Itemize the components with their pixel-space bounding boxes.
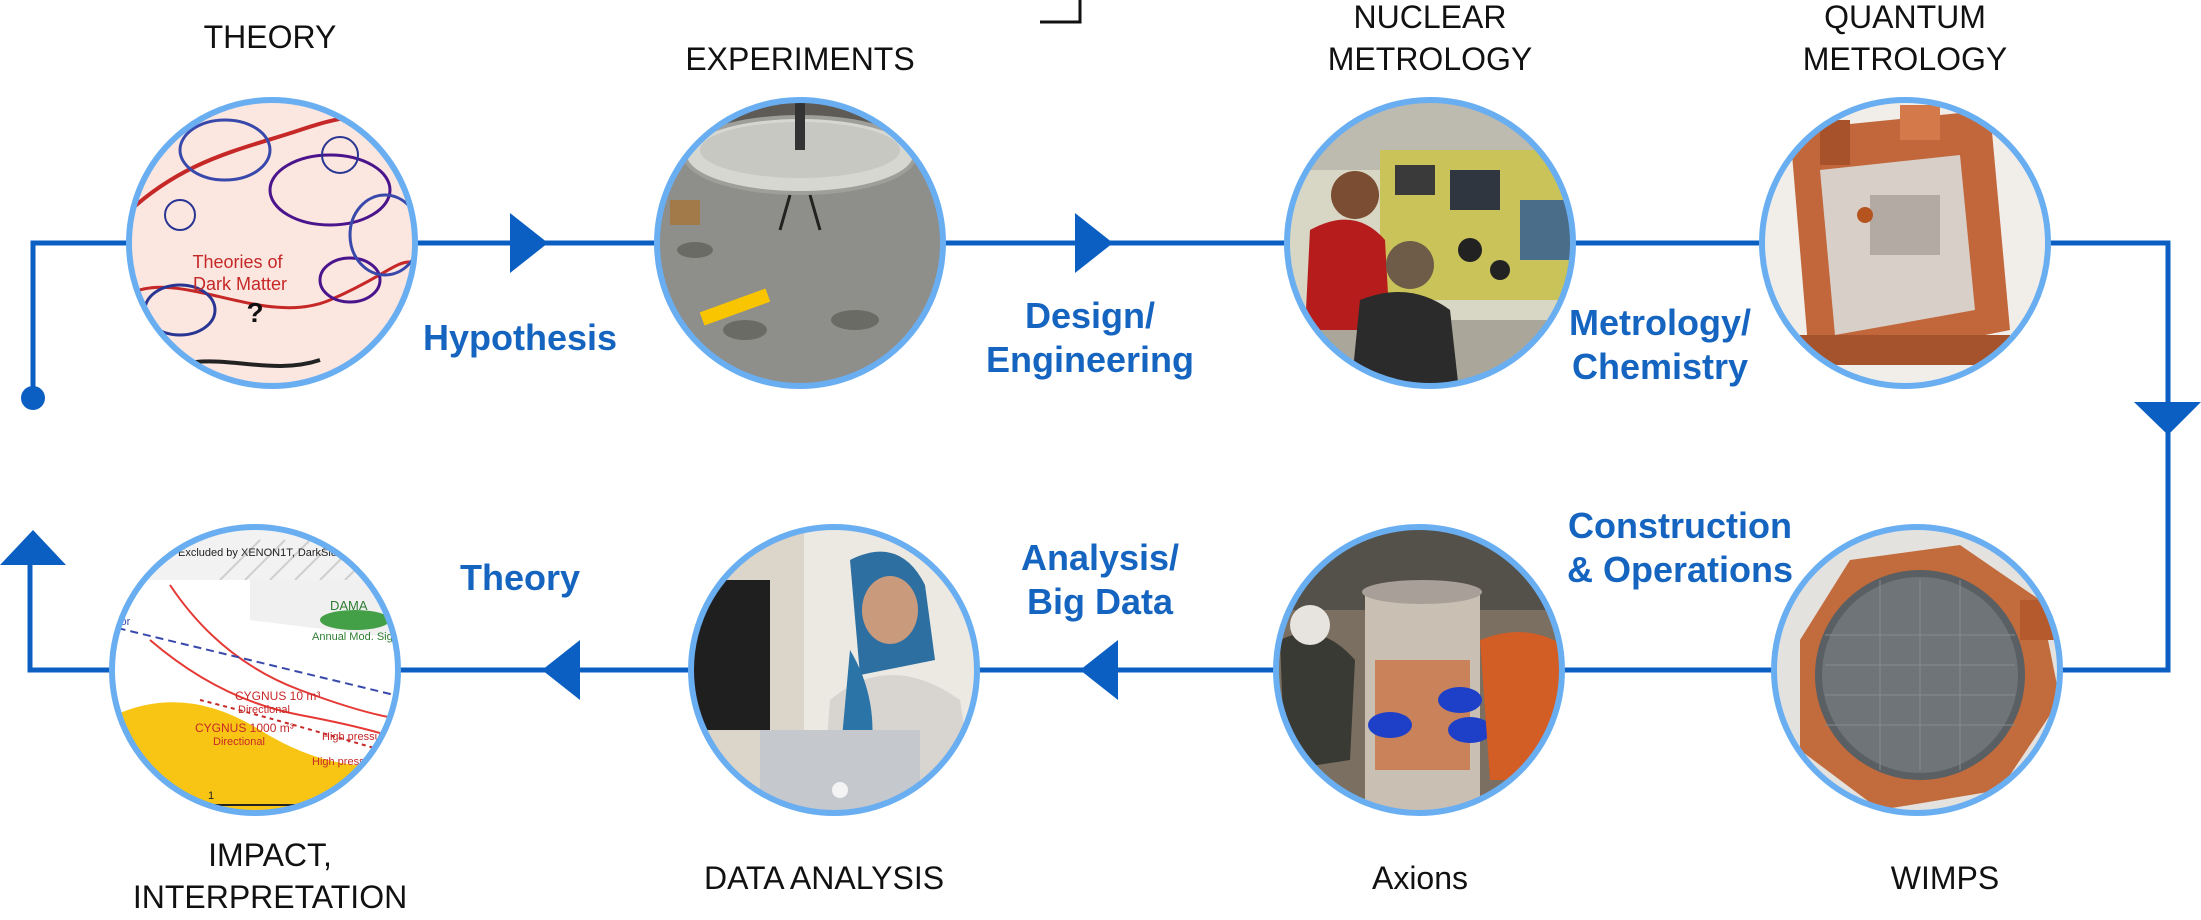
theory-image: Theories of Dark Matter ? xyxy=(126,97,418,389)
stage-title-data-analysis: DATA ANALYSIS xyxy=(703,860,945,896)
arrow-down-icon xyxy=(2134,402,2201,435)
stage-title-axions: Axions xyxy=(1371,860,1469,896)
data-analysis-circle-border xyxy=(688,524,980,816)
stage-title-impact: IMPACT, INTERPRETATION xyxy=(132,837,408,915)
svg-text:DAMA: DAMA xyxy=(330,598,368,613)
experiments-circle-border xyxy=(654,97,946,389)
arrow-left-icon xyxy=(542,640,580,700)
edge-label-analysis-big-data: Analysis/ Big Data xyxy=(1020,537,1180,622)
cycle-path xyxy=(27,240,2171,673)
svg-text:CYGNUS 10 m³: CYGNUS 10 m³ xyxy=(235,689,320,703)
arrow-right-icon xyxy=(510,213,548,273)
stage-title-theory: THEORY xyxy=(203,19,337,55)
data-analysis-image xyxy=(688,524,980,816)
quantum-circle-border xyxy=(1759,97,2051,389)
theory-circle-border xyxy=(126,97,418,389)
axions-circle-border xyxy=(1273,524,1565,816)
stage-title-quantum-metrology: QUANTUM METROLOGY xyxy=(1802,0,2008,77)
svg-text:CYGNUS 1000 m³: CYGNUS 1000 m³ xyxy=(195,721,294,735)
arrow-up-icon xyxy=(0,530,66,565)
stage-title-experiments: EXPERIMENTS xyxy=(685,41,915,77)
svg-text:1: 1 xyxy=(208,790,214,802)
impact-image: Excluded by XENON1T, DarkSide, DAMA Annu… xyxy=(109,524,407,816)
svg-text:Directional: Directional xyxy=(238,704,290,716)
svg-text:Directional: Directional xyxy=(213,736,265,748)
edge-label-hypothesis: Hypothesis xyxy=(422,317,618,358)
stage-title-nuclear-metrology: NUCLEAR METROLOGY xyxy=(1327,0,1533,77)
stage-title-wimps: WIMPS xyxy=(1890,860,2000,896)
edge-label-design-engineering: Design/ Engineering xyxy=(985,295,1195,380)
arrow-right-icon xyxy=(1075,213,1113,273)
edge-label-construction-operations: Construction & Operations xyxy=(1566,505,1794,590)
experiments-image xyxy=(654,97,946,389)
wimps-image xyxy=(1771,524,2063,816)
corner-mark xyxy=(1040,0,1082,24)
quantum-image xyxy=(1759,97,2051,389)
edge-label-theory: Theory xyxy=(459,557,581,598)
theory-inner-text: Theories of Dark Matter xyxy=(192,252,287,294)
axions-image xyxy=(1273,524,1565,816)
edge-label-metrology-chemistry: Metrology/ Chemistry xyxy=(1568,302,1751,387)
svg-text:Excluded by XENON1T, DarkSide,: Excluded by XENON1T, DarkSide, xyxy=(178,547,346,559)
wimps-circle-border xyxy=(1771,524,2063,816)
arrow-left-icon xyxy=(1080,640,1118,700)
nuclear-circle-border xyxy=(1284,97,1576,389)
svg-text:Annual Mod. Signal: Annual Mod. Signal xyxy=(312,631,407,643)
svg-text:?: ? xyxy=(246,297,263,328)
svg-text:High pressure: High pressure xyxy=(322,731,390,743)
impact-circle-border xyxy=(109,524,401,816)
start-dot xyxy=(21,386,45,410)
